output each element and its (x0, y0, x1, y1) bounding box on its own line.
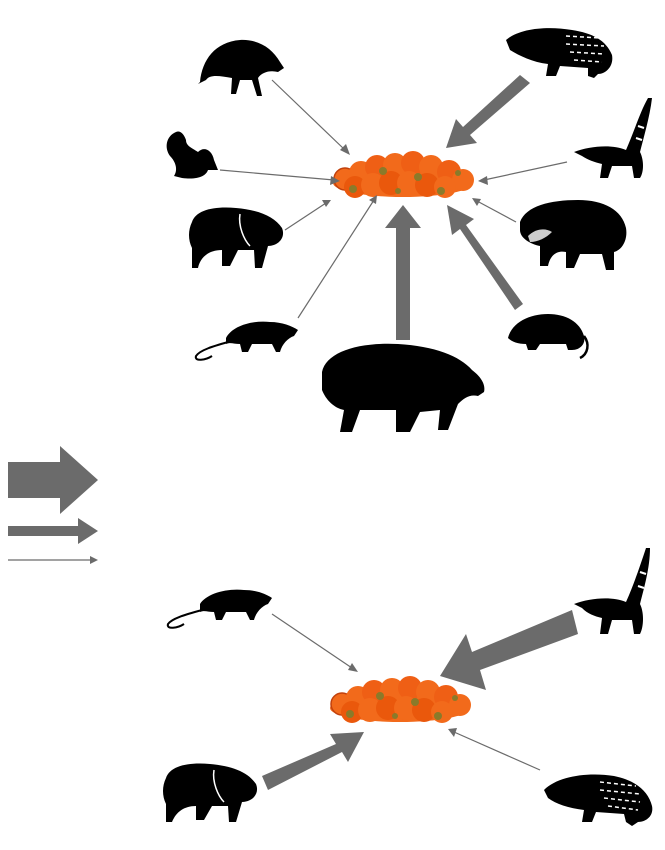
opossum-silhouette (194, 321, 298, 361)
arrow-paca-medium (446, 75, 530, 148)
arrow-opossum-small (297, 195, 377, 319)
thick-arrow-icon (8, 446, 98, 514)
white-lipped-peccary-silhouette (520, 200, 627, 270)
coati-silhouette (574, 98, 652, 178)
arrow-agouti-small (271, 79, 350, 155)
arrow-armadillo-medium (447, 205, 523, 310)
collared-peccary-silhouette (189, 207, 284, 268)
thin-arrow-icon (8, 556, 98, 564)
arrow-coati-small (478, 161, 568, 185)
arrow-white-lipped-peccary-small (472, 198, 517, 223)
arrow-opossum-small (271, 613, 358, 672)
paca-silhouette (506, 28, 613, 78)
tapir-silhouette (322, 343, 485, 432)
fruit-pile-icon (332, 150, 475, 199)
opossum-silhouette (166, 589, 272, 629)
legend (8, 446, 98, 564)
arrow-collared-peccary-small (284, 200, 331, 231)
arrow-paca-small (448, 728, 541, 771)
squirrel-silhouette (166, 131, 218, 179)
collared-peccary-silhouette (163, 763, 258, 822)
coati-silhouette (574, 548, 650, 634)
top-arrows (219, 75, 568, 340)
fruit-pile-icon (329, 675, 472, 724)
arrow-tapir-large (385, 205, 421, 340)
agouti-silhouette (198, 39, 284, 96)
paca-silhouette (544, 774, 653, 826)
medium-arrow-icon (8, 518, 98, 544)
arrow-collared-peccary-medium (262, 732, 364, 790)
arrow-coati-large (440, 610, 578, 690)
arrow-squirrel-small (219, 169, 340, 185)
armadillo-silhouette (508, 314, 589, 360)
panel-bottom (163, 548, 653, 826)
panel-top (166, 28, 652, 432)
bottom-arrows (262, 610, 578, 790)
